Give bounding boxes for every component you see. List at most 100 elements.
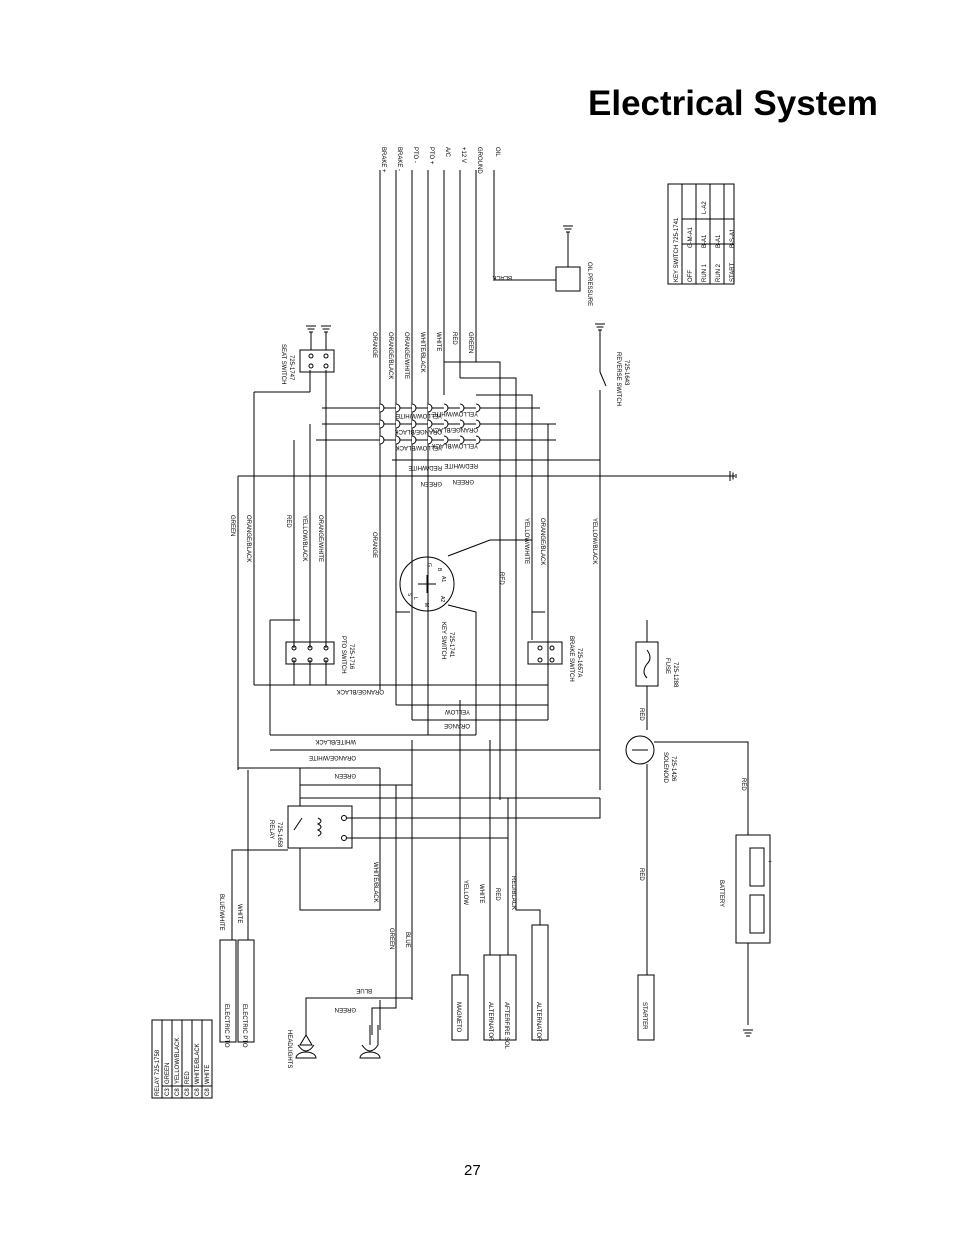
component-label: SOLENOID: [662, 752, 668, 784]
wire-label: YELLOW: [462, 880, 468, 905]
ground-icon: [321, 325, 331, 333]
wire-label: GREEN: [421, 480, 442, 486]
component-label: HEADLIGHTS: [286, 1030, 292, 1068]
key-switch: [399, 556, 455, 612]
wire-label: ORANGE/BLACK: [245, 515, 251, 562]
wire-segment: [305, 997, 413, 1035]
connector-pin-label: GROUND: [476, 147, 482, 174]
wire-label: WHITE/BLACK: [372, 862, 378, 903]
wire-label: RED/BLACK: [510, 876, 516, 910]
page-number: 27: [464, 1162, 481, 1179]
wire-label: BLUE: [356, 987, 372, 993]
wire-label: YELLOW/BLACK: [396, 444, 442, 450]
wire-label: YELLOW/BLACK: [301, 515, 307, 561]
table-cell: B-A1: [716, 234, 722, 248]
terminal-label: +: [766, 860, 772, 864]
connector-label: STARTER: [641, 1002, 647, 1030]
connector-pin-label: +12 V: [460, 147, 466, 163]
wire-label: GREEN: [229, 515, 235, 536]
connector-label: ALTERNATOR: [487, 1002, 493, 1042]
terminal-label: -: [766, 930, 772, 932]
component-label: BRAKE SWITCH: [568, 636, 574, 682]
headlight-icon: [359, 1051, 381, 1059]
wire-label: RED/WHITE: [408, 464, 442, 470]
wire-segment: [231, 849, 288, 940]
wire-label: ORANGE: [371, 532, 377, 558]
terminal-icon: [323, 353, 329, 359]
component-label: REVERSE SWITCH: [615, 352, 621, 406]
wire-label: YELLOW/WHITE: [523, 518, 529, 564]
terminal-label: B: [436, 568, 442, 572]
table-cell: C3: [165, 1088, 171, 1096]
table-cell: B-A1: [702, 234, 708, 248]
wire-segment: [395, 476, 410, 613]
wire-label: YELLOW/WHITE: [396, 412, 442, 418]
component-label: PTO SWITCH: [340, 636, 346, 674]
wire-hop-icon: [475, 403, 481, 413]
table-cell: C8: [205, 1088, 211, 1096]
wire-hop-icon: [427, 403, 433, 413]
headlight-icon: [361, 1044, 379, 1052]
wire-segment: [447, 539, 532, 557]
wire-hop-icon: [459, 435, 465, 445]
connector-block: [637, 974, 655, 1041]
components-layer: [219, 225, 771, 1059]
headlight-icon: [297, 1044, 315, 1052]
seat-switch: [299, 349, 335, 373]
terminal-icon: [341, 815, 347, 821]
terminal-label: A2: [439, 596, 445, 602]
table-cell: RUN 1: [702, 263, 708, 282]
connector-block: [237, 939, 255, 1043]
wire-hop-icon: [379, 419, 385, 429]
connector-pin-label: PTO -: [412, 147, 418, 163]
wire-label: ORANGE/WHITE: [403, 332, 409, 379]
wire-hop-icon: [411, 419, 417, 429]
terminal-icon: [323, 657, 329, 663]
wire-label: BLUE/WHITE: [218, 894, 224, 931]
relay: [287, 805, 353, 849]
wire-label: RED/WHITE: [444, 462, 478, 468]
wire-segment: [299, 1034, 313, 1046]
wire-hop-icon: [443, 403, 449, 413]
table-cell: RUN 2: [716, 263, 722, 282]
connector-pin-label: A/C: [444, 147, 450, 158]
terminal-icon: [537, 657, 543, 663]
connector-label: MAGNETO: [455, 1002, 461, 1033]
component-label: BATTERY: [718, 880, 724, 907]
wire-segment: [460, 377, 517, 790]
wire-hop-icon: [379, 435, 385, 445]
table-cell: GREEN: [165, 1063, 171, 1084]
wire-label: YELLOW/BLACK: [432, 442, 478, 448]
wire-label: WHITE: [236, 904, 242, 923]
ground-icon: [306, 325, 316, 333]
wire-segment: [654, 741, 749, 835]
connector-pin-label: PTO +: [428, 147, 434, 165]
wire-hop-icon: [395, 435, 401, 445]
connector-block: [219, 939, 237, 1043]
wire-label: ORANGE/BLACK: [337, 688, 384, 694]
wire-hop-icon: [443, 435, 449, 445]
connector-pin-label: BRAKE +: [380, 147, 386, 173]
table-cell: C8: [185, 1088, 191, 1096]
component-label: OIL PRESSURE: [586, 262, 592, 306]
wire-label: GREEN: [453, 478, 474, 484]
wire-label: RED: [451, 332, 457, 345]
wire-label: RED: [638, 708, 644, 721]
table-cell: YELLOW/BLACK: [175, 1038, 181, 1084]
wire-label: YELLOW: [445, 708, 470, 714]
connector-label: ALTERNATOR: [535, 1002, 541, 1042]
table-cell: WHITE/BLACK: [195, 1043, 201, 1084]
brake-switch: [527, 641, 563, 665]
wire-label: GREEN: [335, 1006, 356, 1012]
wire-hop-icon: [411, 403, 417, 413]
table-title: KEY SWITCH 725-1741: [674, 217, 680, 282]
table-cell: C8: [175, 1088, 181, 1096]
terminal-label: S: [406, 593, 412, 597]
wire-label: BLUE: [404, 932, 410, 948]
terminal-label: M: [423, 603, 429, 607]
wire-label: ORANGE/BLACK: [395, 428, 442, 434]
wire-hop-icon: [475, 419, 481, 429]
terminal-icon: [308, 353, 314, 359]
wire-lines: [231, 170, 749, 1046]
